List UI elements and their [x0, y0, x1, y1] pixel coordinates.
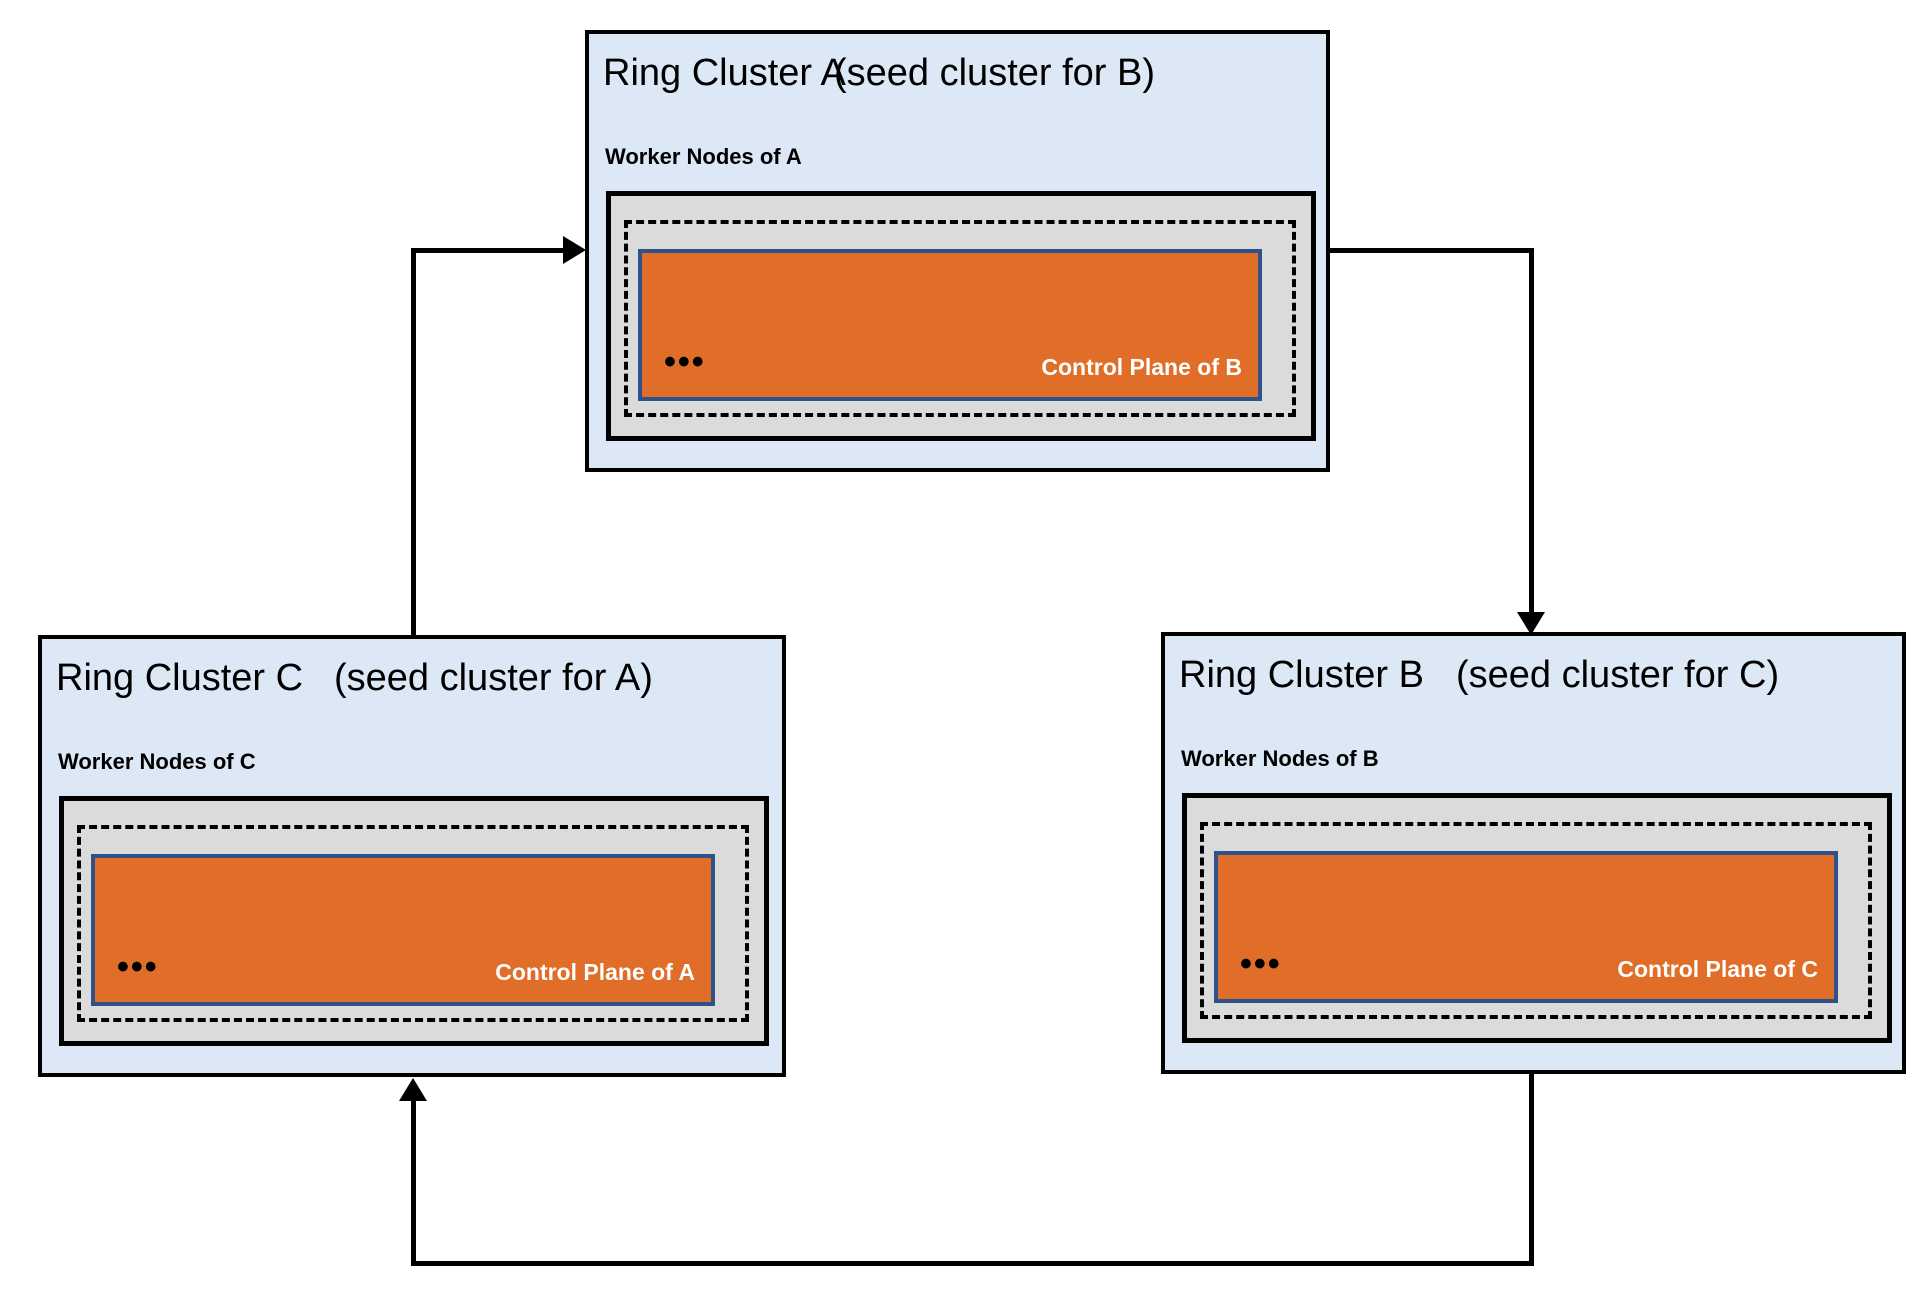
cluster-c-title: Ring Cluster C (seed cluster for A) [42, 653, 782, 703]
worker-nodes-of-a-label: Worker Nodes of A [605, 144, 802, 169]
ring-cluster-c-box: Ring Cluster C (seed cluster for A) Work… [38, 635, 786, 1077]
worker-nodes-of-b-label: Worker Nodes of B [1181, 746, 1379, 771]
ellipsis-dots: ••• [664, 343, 706, 381]
control-plane-of-a-label: Control Plane of A [495, 959, 695, 985]
dashed-boundary-b [1200, 822, 1872, 1019]
cluster-a-title-text: Ring Cluster A [603, 52, 846, 94]
cluster-a-title: Ring Cluster A (seed cluster for B) [589, 48, 1326, 98]
cluster-b-subtitle-text: (seed cluster for C) [1456, 654, 1780, 696]
worker-nodes-of-a-box: ••• Control Plane of B [606, 191, 1316, 441]
worker-nodes-of-c-box: ••• Control Plane of A [59, 796, 769, 1046]
ring-cluster-b-box: Ring Cluster B (seed cluster for C) Work… [1161, 632, 1906, 1074]
ellipsis-dots: ••• [117, 948, 159, 986]
arrow-b-to-c-arrowhead-icon [399, 1078, 427, 1101]
cluster-c-title-text: Ring Cluster C [56, 657, 304, 699]
control-plane-of-a-box: ••• Control Plane of A [91, 854, 715, 1006]
arrow-a-to-b-vertical-line [1529, 248, 1534, 614]
control-plane-of-c-box: ••• Control Plane of C [1214, 851, 1838, 1003]
dashed-boundary-c [77, 825, 749, 1022]
arrow-c-to-a-horizontal-line [411, 248, 566, 253]
cluster-b-title: Ring Cluster B (seed cluster for C) [1165, 650, 1902, 700]
ring-cluster-a-box: Ring Cluster A (seed cluster for B) Work… [585, 30, 1330, 472]
worker-nodes-of-b-box: ••• Control Plane of C [1182, 793, 1892, 1043]
arrow-b-to-c-ascending-line [411, 1100, 416, 1266]
arrow-b-to-c-horizontal-line [411, 1261, 1534, 1266]
cluster-a-subtitle-text: (seed cluster for B) [834, 52, 1155, 94]
arrow-a-to-b-arrowhead-icon [1517, 612, 1545, 635]
control-plane-of-b-label: Control Plane of B [1041, 354, 1242, 380]
arrow-b-to-c-descending-line [1529, 1070, 1534, 1266]
arrow-c-to-a-arrowhead-icon [563, 236, 586, 264]
control-plane-of-c-label: Control Plane of C [1617, 956, 1818, 982]
cluster-c-subtitle-text: (seed cluster for A) [334, 657, 653, 699]
arrow-a-to-b-horizontal-line [1326, 248, 1533, 253]
arrow-c-to-a-vertical-line [411, 248, 416, 637]
cluster-b-title-text: Ring Cluster B [1179, 654, 1424, 696]
worker-nodes-of-c-label: Worker Nodes of C [58, 749, 256, 774]
ellipsis-dots: ••• [1240, 945, 1282, 983]
control-plane-of-b-box: ••• Control Plane of B [638, 249, 1262, 401]
dashed-boundary-a [624, 220, 1296, 417]
